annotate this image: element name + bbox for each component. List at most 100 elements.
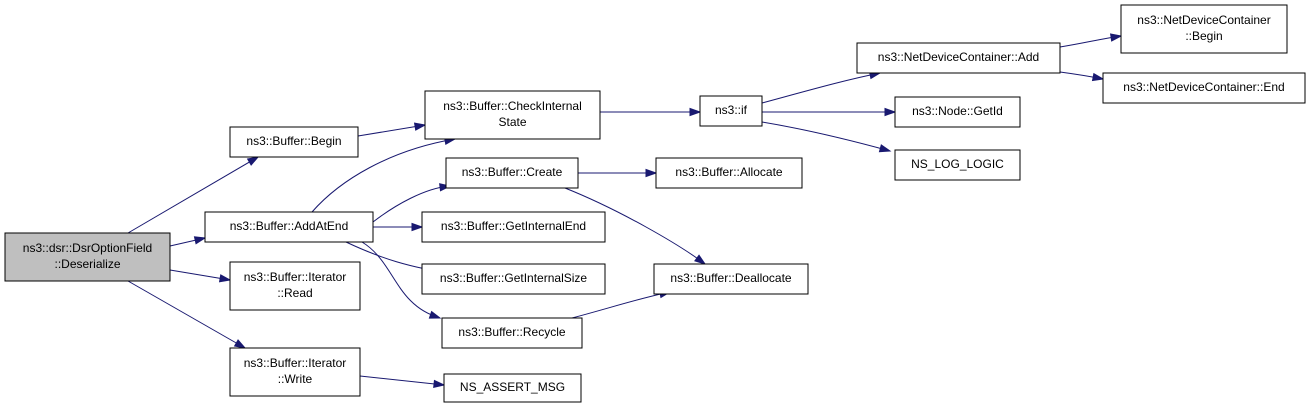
node-label: ns3::if (715, 103, 748, 117)
node-box (204, 211, 374, 243)
node-box (4, 232, 171, 282)
edge-addatend-to-getinternalend (373, 222, 424, 232)
node-label: NS_ASSERT_MSG (460, 380, 565, 394)
node-label: ns3::Buffer::Recycle (458, 325, 565, 339)
arrowhead-icon (193, 236, 207, 245)
edge-recycle-to-deallocate (571, 290, 672, 319)
edge-line (571, 291, 671, 319)
arrowhead-icon (233, 339, 247, 349)
node-iterread[interactable]: ns3::Buffer::Iterator::Read (229, 261, 361, 311)
arrowhead-icon (1091, 72, 1105, 82)
node-box (229, 261, 361, 311)
arrowhead-icon (433, 379, 446, 389)
node-if[interactable]: ns3::if (699, 95, 763, 127)
edge-line (761, 121, 891, 152)
node-box (424, 90, 601, 140)
edge-line (564, 187, 706, 265)
node-box (421, 263, 606, 295)
node-nodegetid[interactable]: ns3::Node::GetId (894, 96, 1021, 128)
edge-if-to-loglogic (761, 121, 892, 153)
edge-deserialize-to-begin (127, 156, 260, 234)
node-label: ns3::Buffer::GetInternalSize (440, 271, 588, 285)
node-label: ns3::Buffer::Allocate (675, 165, 783, 179)
node-box (421, 211, 606, 243)
arrowhead-icon (689, 107, 702, 117)
edges-layer (127, 33, 1123, 389)
edge-create-to-deallocate (564, 187, 707, 265)
node-label: ::Write (278, 372, 313, 386)
node-label: ns3::Node::GetId (912, 104, 1003, 118)
node-box (1102, 72, 1306, 104)
node-allocate[interactable]: ns3::Buffer::Allocate (655, 157, 803, 189)
edge-checkinternal-to-if (600, 107, 702, 117)
node-box (443, 373, 582, 403)
node-deserialize[interactable]: ns3::dsr::DsrOptionField::Deserialize (4, 232, 171, 282)
arrowhead-icon (218, 274, 232, 283)
node-label: ::Begin (1185, 29, 1222, 43)
arrowhead-icon (413, 122, 427, 131)
node-loglogic[interactable]: NS_LOG_LOGIC (894, 149, 1021, 181)
node-label: ns3::NetDeviceContainer::Add (878, 50, 1039, 64)
node-iterwrite[interactable]: ns3::Buffer::Iterator::Write (229, 347, 361, 397)
node-assertmsg[interactable]: NS_ASSERT_MSG (443, 373, 582, 403)
edge-iterwrite-to-assertmsg (359, 375, 446, 389)
node-ndcbegin[interactable]: ns3::NetDeviceContainer::Begin (1120, 4, 1288, 54)
node-label: ns3::dsr::DsrOptionField (23, 241, 152, 255)
edge-deserialize-to-iterwrite (127, 280, 247, 349)
node-label: ns3::Buffer::Create (462, 165, 563, 179)
node-deallocate[interactable]: ns3::Buffer::Deallocate (653, 263, 809, 295)
node-label: NS_LOG_LOGIC (911, 157, 1004, 171)
node-label: ns3::Buffer::Iterator (244, 356, 347, 370)
node-box (699, 95, 763, 127)
arrowhead-icon (1109, 33, 1123, 42)
arrowhead-icon (246, 156, 260, 166)
edge-line (357, 124, 426, 137)
node-box (655, 157, 803, 189)
edge-line (127, 156, 259, 234)
edge-line (127, 280, 246, 349)
node-box (229, 126, 359, 158)
edge-if-to-ndcadd (761, 70, 882, 104)
node-box (229, 347, 361, 397)
arrowhead-icon (884, 107, 897, 117)
arrowhead-icon (878, 144, 892, 153)
node-box (894, 149, 1021, 181)
edge-line (359, 375, 445, 386)
node-create[interactable]: ns3::Buffer::Create (445, 157, 579, 189)
edge-line (761, 72, 881, 104)
edge-deserialize-to-addatend (169, 236, 207, 247)
node-label: ns3::Buffer::Iterator (244, 270, 347, 284)
edge-create-to-allocate (578, 168, 658, 178)
node-label: State (498, 115, 526, 129)
node-label: ns3::Buffer::CheckInternal (443, 99, 582, 113)
node-box (856, 42, 1061, 74)
edge-begin-to-checkinternal (357, 122, 427, 137)
node-label: ns3::Buffer::Begin (246, 134, 341, 148)
node-label: ::Read (277, 286, 312, 300)
arrowhead-icon (411, 222, 424, 232)
node-label: ns3::Buffer::AddAtEnd (230, 219, 349, 233)
node-begin[interactable]: ns3::Buffer::Begin (229, 126, 359, 158)
edge-line (361, 241, 441, 319)
node-recycle[interactable]: ns3::Buffer::Recycle (441, 317, 583, 349)
node-ndcadd[interactable]: ns3::NetDeviceContainer::Add (856, 42, 1061, 74)
edge-ndcadd-to-ndcend (1059, 71, 1105, 82)
nodes-layer: ns3::dsr::DsrOptionField::Deserializens3… (4, 4, 1306, 403)
node-box (653, 263, 809, 295)
node-addatend[interactable]: ns3::Buffer::AddAtEnd (204, 211, 374, 243)
edge-deserialize-to-iterread (169, 269, 232, 283)
node-box (445, 157, 579, 189)
arrowhead-icon (645, 168, 658, 178)
node-getinternalend[interactable]: ns3::Buffer::GetInternalEnd (421, 211, 606, 243)
node-box (441, 317, 583, 349)
node-box (1120, 4, 1288, 54)
node-label: ns3::NetDeviceContainer::End (1123, 80, 1284, 94)
arrowhead-icon (694, 254, 707, 265)
node-ndcend[interactable]: ns3::NetDeviceContainer::End (1102, 72, 1306, 104)
node-getinternalsize[interactable]: ns3::Buffer::GetInternalSize (421, 263, 606, 295)
node-label: ::Deserialize (54, 257, 120, 271)
arrowhead-icon (428, 310, 442, 319)
edge-addatend-to-recycle (361, 241, 442, 319)
